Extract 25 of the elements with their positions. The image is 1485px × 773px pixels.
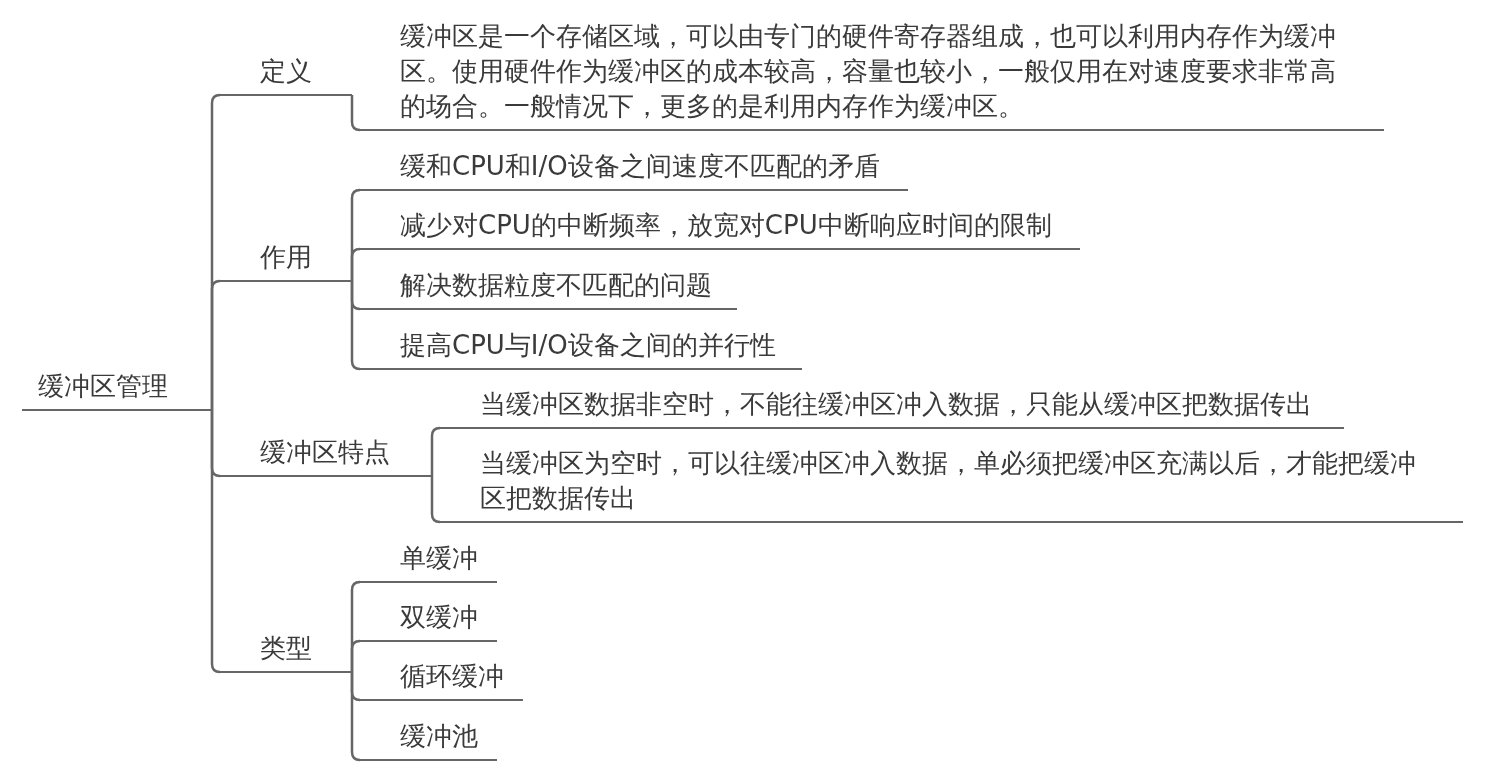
connector-line [350, 281, 362, 371]
topic-text: 当缓冲区为空时，可以往缓冲区冲入数据，单必须把缓冲区充满以后，才能把缓冲区把数据传出 [480, 447, 1417, 516]
topic-text: 解决数据粒度不匹配的问题 [400, 269, 713, 303]
connector-line [350, 95, 362, 132]
topic-text: 缓和CPU和I/O设备之间速度不匹配的矛盾 [400, 150, 881, 184]
connector-line [210, 410, 222, 674]
topic-text: 双缓冲 [400, 601, 479, 635]
topic-text: 缓冲区特点 [260, 436, 391, 470]
topic-text: 减少对CPU的中断频率，放宽对CPU中断响应时间的限制 [400, 209, 1053, 243]
topic-text: 当缓冲区数据非空时，不能往缓冲区冲入数据，只能从缓冲区把数据传出 [480, 388, 1313, 422]
topic-text: 单缓冲 [400, 542, 479, 576]
connector-line [350, 639, 362, 672]
connector-line [430, 476, 442, 524]
topic-text: 循环缓冲 [400, 660, 505, 694]
topic-text: 缓冲池 [400, 720, 479, 754]
connector-line [210, 279, 222, 410]
connector-line [350, 672, 362, 762]
connector-line [430, 426, 442, 476]
connector-line [350, 247, 362, 281]
topic-text: 缓冲区是一个存储区域，可以由专门的硬件寄存器组成，也可以利用内存作为缓冲区。使用硬件作为缓冲区的成本较高，容量也较小，一般仅用在对速度要求非常高的场合。一般情况下，更多的是利用内存作为缓冲区。 [400, 20, 1337, 124]
topic-text: 类型 [260, 632, 313, 666]
topic-text: 作用 [260, 241, 313, 275]
topic-text: 缓冲区管理 [38, 370, 169, 404]
topic-text: 定义 [260, 55, 313, 89]
topic-text: 提高CPU与I/O设备之间的并行性 [400, 329, 777, 363]
